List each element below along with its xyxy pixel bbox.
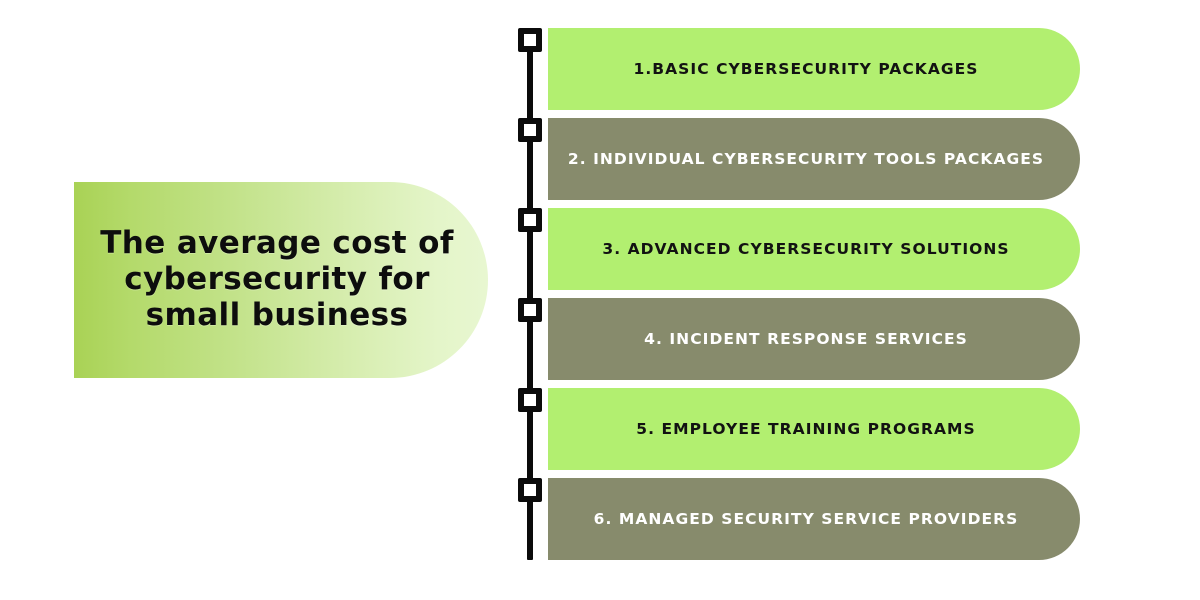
list-item-label: 3. ADVANCED CYBERSECURITY SOLUTIONS (602, 240, 1010, 258)
list-item-label: 2. INDIVIDUAL CYBERSECURITY TOOLS PACKAG… (567, 150, 1045, 168)
page-title: The average cost of cybersecurity for sm… (100, 225, 454, 333)
timeline-node-3 (518, 208, 542, 232)
list-item[interactable]: 6. MANAGED SECURITY SERVICE PROVIDERS (548, 478, 1080, 560)
title-panel: The average cost of cybersecurity for sm… (74, 182, 488, 378)
timeline-node-6 (518, 478, 542, 502)
list-item[interactable]: 3. ADVANCED CYBERSECURITY SOLUTIONS (548, 208, 1080, 290)
list-item[interactable]: 2. INDIVIDUAL CYBERSECURITY TOOLS PACKAG… (548, 118, 1080, 200)
list-item[interactable]: 1.BASIC CYBERSECURITY PACKAGES (548, 28, 1080, 110)
timeline-node-2 (518, 118, 542, 142)
timeline (512, 28, 548, 560)
list-item-label: 1.BASIC CYBERSECURITY PACKAGES (633, 60, 979, 78)
item-bar-list: 1.BASIC CYBERSECURITY PACKAGES 2. INDIVI… (548, 28, 1080, 560)
timeline-node-4 (518, 298, 542, 322)
list-item-label: 4. INCIDENT RESPONSE SERVICES (644, 330, 968, 348)
list-item[interactable]: 5. EMPLOYEE TRAINING PROGRAMS (548, 388, 1080, 470)
list-item-label: 6. MANAGED SECURITY SERVICE PROVIDERS (593, 510, 1019, 528)
list-item[interactable]: 4. INCIDENT RESPONSE SERVICES (548, 298, 1080, 380)
list-item-label: 5. EMPLOYEE TRAINING PROGRAMS (636, 420, 976, 438)
timeline-node-1 (518, 28, 542, 52)
timeline-node-5 (518, 388, 542, 412)
